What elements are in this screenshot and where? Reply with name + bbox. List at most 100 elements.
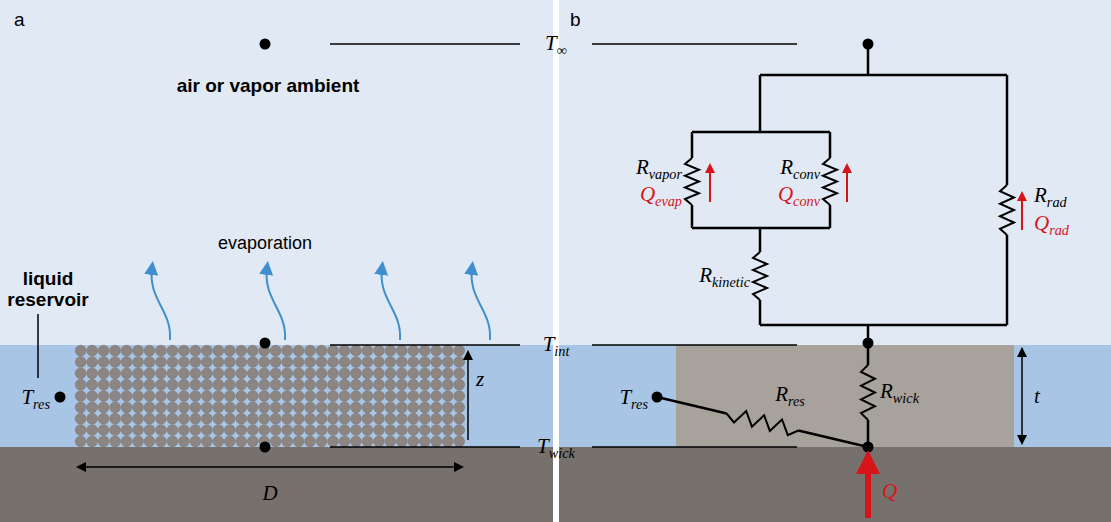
wick-particle: [75, 391, 86, 402]
wick-particle: [201, 425, 212, 436]
wick-particle: [396, 345, 407, 356]
wick-particle: [179, 425, 190, 436]
wire: [657, 397, 727, 414]
wick-particle: [316, 345, 327, 356]
circuit-wires: [692, 44, 1007, 447]
dimension-label: z: [476, 368, 484, 391]
wick-particle: [213, 379, 224, 390]
wick-particle: [305, 425, 316, 436]
wick-particle: [282, 368, 293, 379]
wick-particle: [442, 345, 453, 356]
wick-particle: [121, 402, 132, 413]
wick-particle: [87, 368, 98, 379]
wick-particle: [419, 379, 430, 390]
wick-region: [676, 345, 1014, 447]
heat-flow-label: Qconv: [778, 183, 820, 206]
leader-lines: [38, 44, 797, 447]
wick-particle: [201, 391, 212, 402]
wick-particle: [236, 357, 247, 368]
wick-particle: [236, 436, 247, 447]
wick-particle: [328, 368, 339, 379]
wick-particle: [259, 368, 270, 379]
resistance-label: Rkinetic: [699, 264, 750, 287]
wick-particle: [247, 425, 258, 436]
wick-particle: [110, 436, 121, 447]
wick-particle: [75, 436, 86, 447]
wick-particle: [121, 413, 132, 424]
wick-particle: [110, 379, 121, 390]
wick-particle: [179, 436, 190, 447]
wick-particle: [385, 425, 396, 436]
wick-particle: [328, 402, 339, 413]
wick-particle: [351, 425, 362, 436]
wick-particle: [259, 413, 270, 424]
wick-particle: [190, 345, 201, 356]
wick-particle: [121, 357, 132, 368]
wick-particle: [133, 402, 144, 413]
wick-particle: [213, 413, 224, 424]
wick-particle: [167, 391, 178, 402]
wick-particle: [431, 436, 442, 447]
wick-particle: [144, 391, 155, 402]
wick-particle: [179, 357, 190, 368]
wick-particle: [431, 402, 442, 413]
wick-particle: [224, 345, 235, 356]
wick-particle: [156, 436, 167, 447]
wick-particle: [351, 379, 362, 390]
wick-particle: [201, 345, 212, 356]
wick-particle: [362, 413, 373, 424]
wick-particle: [454, 345, 465, 356]
substrate: [559, 447, 1111, 522]
wick-particle: [396, 436, 407, 447]
wick-particle: [396, 357, 407, 368]
wick-particle: [98, 402, 109, 413]
wick-particle: [396, 402, 407, 413]
wick-particle: [87, 425, 98, 436]
wick-particle: [190, 436, 201, 447]
wick-particle: [98, 345, 109, 356]
wick-particle: [408, 413, 419, 424]
wick-particle: [247, 413, 258, 424]
wick-particle: [351, 413, 362, 424]
wick-particle: [270, 402, 281, 413]
wick-particle: [201, 379, 212, 390]
wick-particle: [75, 368, 86, 379]
wick-particle: [454, 379, 465, 390]
wick-particle: [293, 368, 304, 379]
wick-particle: [385, 413, 396, 424]
wick-particle: [224, 379, 235, 390]
wick-particle: [156, 391, 167, 402]
wick-particle: [236, 402, 247, 413]
wick-particle: [190, 357, 201, 368]
wick-particle: [419, 402, 430, 413]
wick-particle: [110, 345, 121, 356]
wick-particle: [236, 368, 247, 379]
wick-particle: [236, 425, 247, 436]
wick-particle: [133, 391, 144, 402]
resistor-symbol: [753, 252, 767, 300]
wick-particle: [362, 402, 373, 413]
wick-particle: [224, 425, 235, 436]
wick-particle: [351, 357, 362, 368]
wick-particle: [431, 368, 442, 379]
wick-particle: [293, 391, 304, 402]
wick-particle: [270, 436, 281, 447]
wick-particle: [224, 413, 235, 424]
wick-particle: [339, 436, 350, 447]
wick-particle: [385, 345, 396, 356]
wick-particle: [419, 425, 430, 436]
wick-particle: [156, 345, 167, 356]
wick-particle: [179, 368, 190, 379]
wick-particle: [213, 345, 224, 356]
wick-particle: [305, 379, 316, 390]
wick-particle: [110, 368, 121, 379]
wick-particle: [396, 391, 407, 402]
wick-particle: [110, 357, 121, 368]
wick-particle: [133, 379, 144, 390]
wick-particle: [236, 413, 247, 424]
wick-particle: [98, 413, 109, 424]
wick-particle: [316, 357, 327, 368]
wick-particle: [167, 345, 178, 356]
wick-particle: [167, 368, 178, 379]
